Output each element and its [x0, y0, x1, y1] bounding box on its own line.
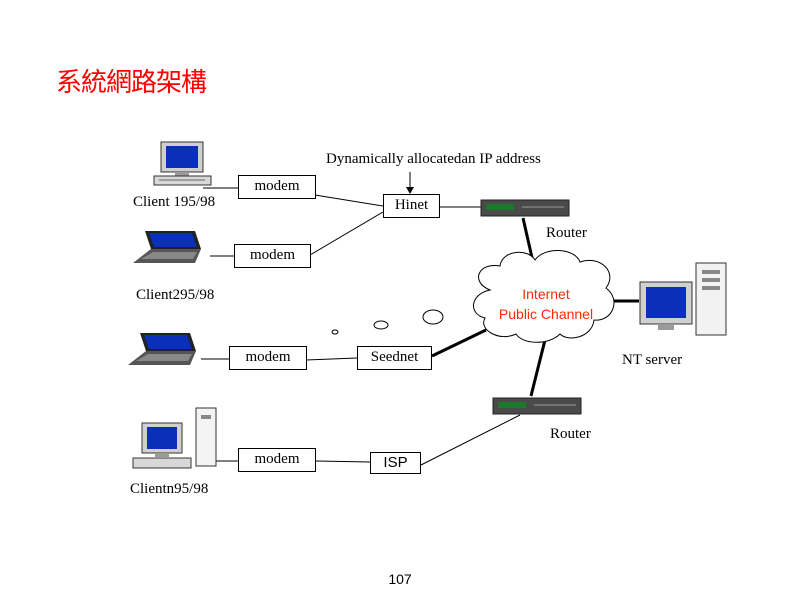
router-1-label: Router: [546, 225, 587, 241]
client-2-label: Client295/98: [136, 287, 215, 303]
client-1-label: Client 195/98: [133, 194, 216, 210]
desktop-computer-icon: [153, 141, 212, 186]
seednet-box: Seednet: [357, 346, 432, 370]
desktop-tower-computer-icon: [132, 407, 217, 469]
modem-box-1: modem: [238, 175, 316, 199]
ip-allocation-note: Dynamically allocatedan IP address: [326, 151, 541, 167]
isp-box: ISP: [370, 452, 421, 474]
page-number: 107: [388, 571, 412, 587]
router-icon: [480, 199, 570, 217]
cloud-label-public-channel: Public Channel: [498, 306, 594, 322]
internet-cloud: [473, 250, 615, 343]
client-n-label: Clientn95/98: [130, 481, 209, 497]
modem-box-2: modem: [234, 244, 311, 268]
router-icon: [492, 397, 582, 415]
cloud-label-internet: Internet: [522, 286, 570, 302]
modem-box-4: modem: [238, 448, 316, 472]
page-title: 系統網路架構: [56, 68, 207, 98]
hinet-box: Hinet: [383, 194, 440, 218]
router-2-label: Router: [550, 426, 591, 442]
server-label: NT server: [622, 352, 683, 368]
modem-box-3: modem: [229, 346, 307, 370]
laptop-icon: [128, 333, 196, 365]
server-icon: [639, 262, 727, 336]
laptop-icon: [133, 231, 201, 263]
